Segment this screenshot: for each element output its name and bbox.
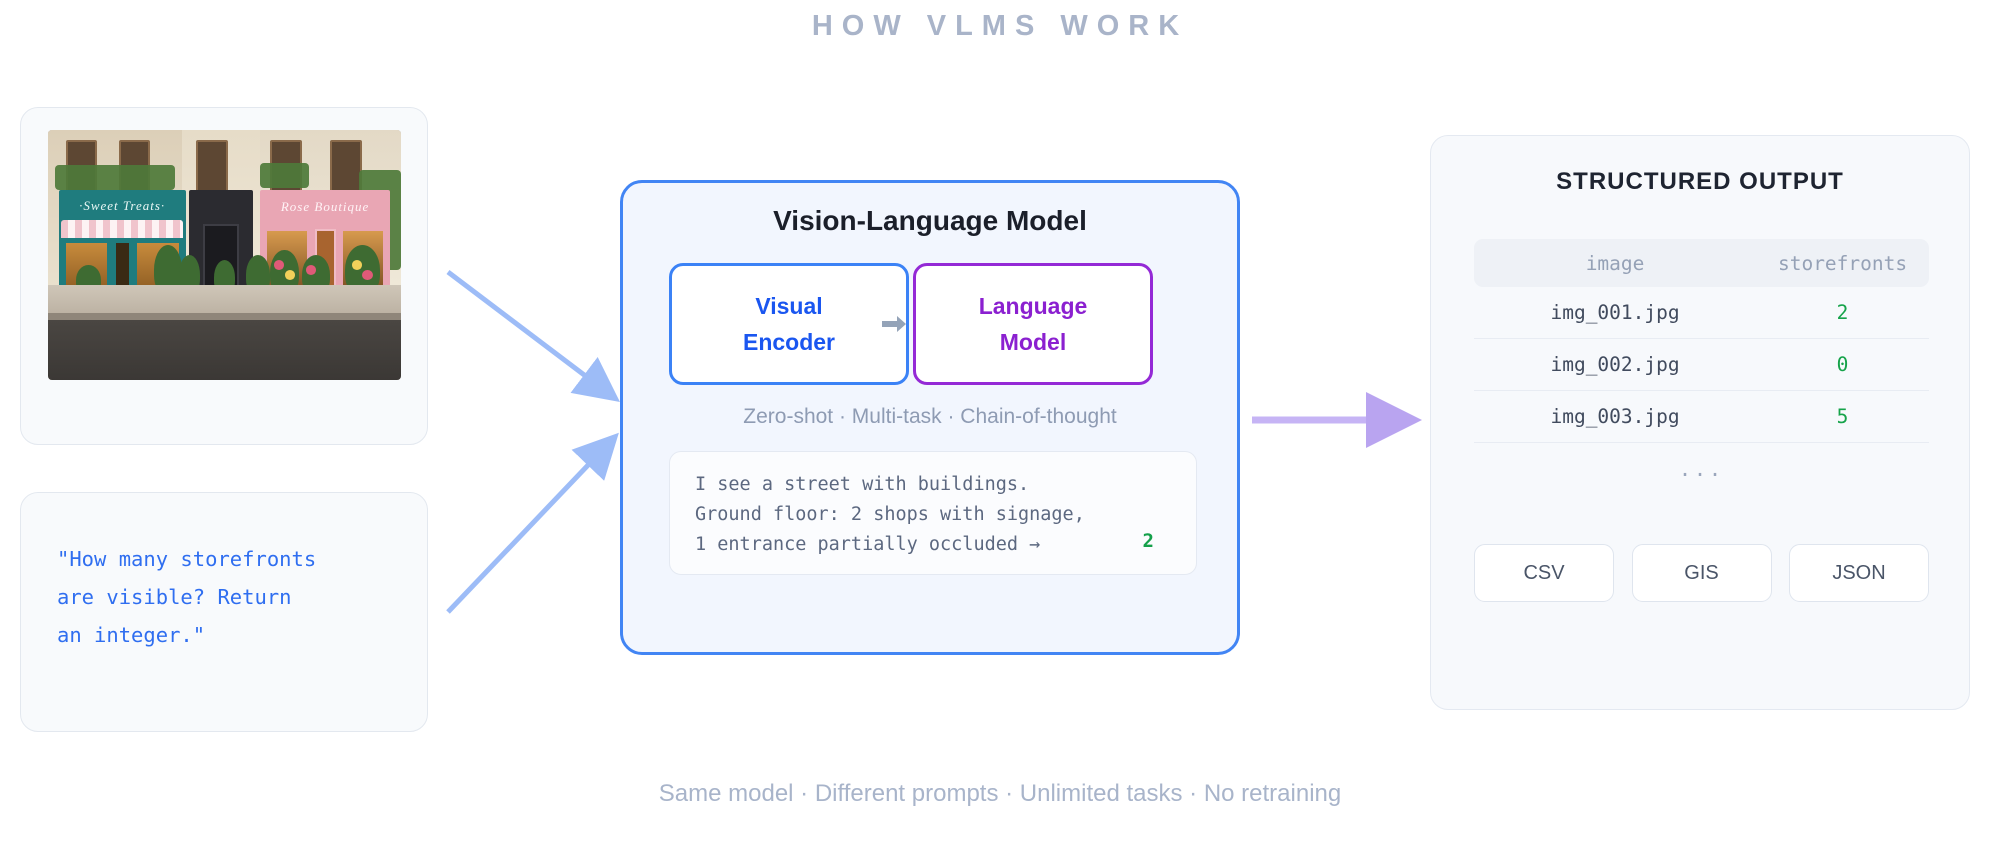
cell-storefronts: 5 — [1836, 405, 1849, 428]
export-json-button[interactable]: JSON — [1789, 544, 1929, 602]
language-model-label: Language Model — [978, 293, 1088, 355]
table-row[interactable]: img_001.jpg 2 — [1474, 287, 1929, 339]
photo-sidewalk — [48, 285, 401, 313]
photo-flower — [284, 270, 296, 280]
table-header-row: image storefronts — [1474, 239, 1929, 287]
export-button-group: CSV GIS JSON — [1474, 544, 1929, 602]
photo-window-plants — [259, 162, 310, 188]
input-photo: ·Sweet Treats· Rose Boutique — [48, 130, 401, 380]
export-csv-button[interactable]: CSV — [1474, 544, 1614, 602]
photo-flower — [362, 270, 373, 280]
cell-image: img_003.jpg — [1550, 405, 1680, 428]
cell-storefronts: 2 — [1836, 301, 1849, 324]
table-ellipsis: ... — [1678, 457, 1725, 481]
export-gis-button[interactable]: GIS — [1631, 544, 1772, 602]
structured-output-panel: STRUCTURED OUTPUT image storefronts img_… — [1430, 135, 1970, 710]
arrow-right-icon — [879, 311, 909, 337]
reasoning-answer: 2 — [1142, 530, 1154, 552]
cell-storefronts: 0 — [1836, 353, 1849, 376]
column-header-storefronts: storefronts — [1777, 251, 1908, 275]
photo-upper-window — [330, 140, 363, 195]
input-image-card: ·Sweet Treats· Rose Boutique — [20, 107, 428, 518]
footer-caption: Same model · Different prompts · Unlimit… — [658, 780, 1342, 807]
vlm-title: Vision-Language Model — [773, 205, 1087, 236]
table-row[interactable]: img_002.jpg 0 — [1474, 339, 1929, 391]
vlm-container: Vision-Language Model Visual Encoder Lan… — [620, 180, 1240, 655]
vlm-capabilities: Zero-shot · Multi-task · Chain-of-though… — [743, 405, 1117, 428]
photo-flower — [305, 265, 317, 275]
output-title: STRUCTURED OUTPUT — [1556, 168, 1844, 195]
reasoning-text: I see a street with buildings. Ground fl… — [695, 474, 1085, 555]
table-row[interactable]: img_003.jpg 5 — [1474, 391, 1929, 443]
photo-curb — [48, 312, 401, 320]
page-title: HOW VLMS WORK — [811, 10, 1189, 42]
column-header-image: image — [1585, 251, 1645, 275]
arrow-image-to-vlm — [446, 270, 620, 403]
photo-road — [48, 320, 401, 380]
photo-window-plants — [55, 165, 176, 190]
prompt-card: "How many storefronts are visible? Retur… — [20, 492, 428, 732]
photo-boutique-sign: Rose Boutique — [280, 198, 370, 214]
prompt-text: "How many storefronts are visible? Retur… — [57, 547, 317, 647]
photo-awning — [61, 219, 184, 239]
photo-flower — [273, 260, 285, 270]
cell-image: img_002.jpg — [1550, 353, 1680, 376]
output-table: image storefronts img_001.jpg 2 img_002.… — [1474, 239, 1929, 495]
photo-upper-window — [196, 140, 229, 195]
visual-encoder-box[interactable]: Visual Encoder — [669, 263, 909, 385]
photo-bakery-sign: ·Sweet Treats· — [79, 197, 166, 213]
cell-image: img_001.jpg — [1550, 301, 1680, 324]
reasoning-output-box: I see a street with buildings. Ground fl… — [669, 451, 1197, 575]
language-model-box[interactable]: Language Model — [913, 263, 1153, 385]
visual-encoder-label: Visual Encoder — [742, 293, 836, 355]
arrow-prompt-to-vlm — [446, 432, 619, 614]
photo-flower — [351, 260, 363, 270]
